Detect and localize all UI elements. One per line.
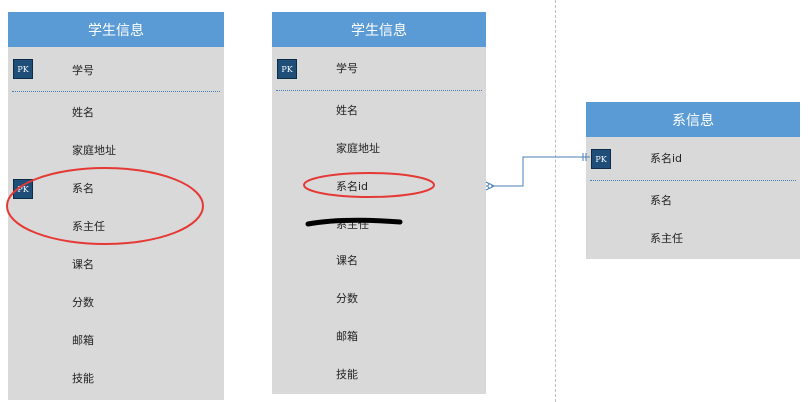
field-label: 课名 [336, 254, 358, 267]
field-row: 系名 [586, 188, 800, 212]
field-row: 系名id [272, 174, 486, 198]
entity-title: 学生信息 [272, 12, 486, 47]
field-label: 学号 [72, 64, 94, 77]
field-label: 姓名 [336, 104, 358, 117]
entity-title: 系信息 [586, 102, 800, 137]
optional-circle [487, 183, 493, 189]
field-label: 邮箱 [336, 330, 358, 343]
entity-title: 学生信息 [8, 12, 224, 47]
field-row: 分数 [8, 290, 224, 314]
department-info-table: 系信息 PK 系名id 系名 系主任 [586, 102, 800, 259]
redaction-scribble [305, 217, 403, 227]
field-label: 分数 [72, 296, 94, 309]
pk-icon: PK [591, 149, 611, 169]
field-row: 家庭地址 [8, 138, 224, 162]
field-row: 学号 [272, 56, 486, 80]
field-row: 系名id [586, 146, 800, 170]
field-row: 课名 [272, 248, 486, 272]
pk-divider [12, 91, 220, 92]
pk-divider [276, 90, 482, 91]
field-label: 技能 [72, 372, 94, 385]
field-row: 系名 [8, 176, 224, 200]
field-label: 学号 [336, 62, 358, 75]
field-label: 家庭地址 [72, 144, 116, 157]
field-label: 课名 [72, 258, 94, 271]
field-label: 系名 [650, 194, 672, 207]
highlight-ellipse-left [6, 167, 204, 245]
field-row: 技能 [8, 366, 224, 390]
field-label: 技能 [336, 368, 358, 381]
field-label: 系主任 [72, 220, 105, 233]
field-row: 系主任 [586, 226, 800, 250]
field-label: 邮箱 [72, 334, 94, 347]
field-row: 学号 [8, 58, 224, 82]
pk-icon: PK [277, 59, 297, 79]
field-label: 家庭地址 [336, 142, 380, 155]
field-label: 系名 [72, 182, 94, 195]
pk-icon: PK [13, 179, 33, 199]
field-label: 系主任 [650, 232, 683, 245]
student-info-table-right: 学生信息 PK 学号 姓名 家庭地址 系名id 系主任 课名 分数 邮箱 技能 [272, 12, 486, 394]
student-info-table-left: 学生信息 PK 学号 姓名 家庭地址 PK 系名 系主任 课名 分数 邮箱 技能 [8, 12, 224, 400]
field-row: 邮箱 [8, 328, 224, 352]
pk-icon: PK [13, 59, 33, 79]
dashed-separator [555, 0, 556, 402]
field-label: 分数 [336, 292, 358, 305]
highlight-ellipse-right [303, 172, 435, 198]
field-label: 系名id [650, 152, 683, 165]
field-row: 家庭地址 [272, 136, 486, 160]
field-label: 系名id [336, 180, 369, 193]
relationship-connector [486, 156, 590, 187]
field-row: 邮箱 [272, 324, 486, 348]
field-row: 姓名 [272, 98, 486, 122]
field-label: 姓名 [72, 106, 94, 119]
field-row: 系主任 [8, 214, 224, 238]
field-row: 技能 [272, 362, 486, 386]
pk-divider [590, 180, 796, 181]
field-row: 课名 [8, 252, 224, 276]
field-row: 分数 [272, 286, 486, 310]
field-row: 姓名 [8, 100, 224, 124]
